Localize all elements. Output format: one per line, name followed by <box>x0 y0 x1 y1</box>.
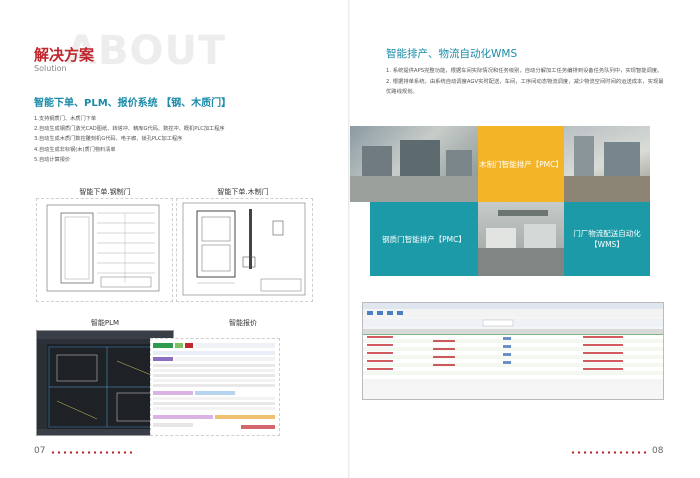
wood-door-drawing <box>176 198 313 302</box>
page-dots-decoration <box>50 451 132 454</box>
figure-caption: 智能PLM <box>90 319 120 327</box>
left-page: ABOUT 解决方案 Solution 智能下单、PLM、报价系统 【钢、木质门… <box>34 28 324 456</box>
right-page: 智能排产、物流自动化WMS 1. 系统提供APS完整功能，根据车间实际情况和任务… <box>350 0 700 478</box>
page-number: 07 <box>34 446 46 456</box>
page-dots-decoration <box>570 451 648 454</box>
list-item: 5.自动计算报价 <box>34 156 71 163</box>
paragraph: 2. 根据排单系统，由系统自动调度AGV实时配送，车间，工序间动态物流调度，减少… <box>386 78 664 96</box>
right-heading: 智能排产、物流自动化WMS <box>386 48 518 60</box>
description-paragraphs: 1. 系统提供APS完整功能，根据车间实际情况和任务级别，自动分解加工任务编排到… <box>386 66 666 98</box>
figure-caption: 智能下单.木制门 <box>217 188 269 196</box>
background-watermark-word: ABOUT <box>66 28 227 74</box>
factory-photo <box>350 126 478 202</box>
list-item: 1.支持钢质门、木质门下单 <box>34 116 97 122</box>
section-subtitle: Solution <box>34 64 67 73</box>
production-line-photo <box>478 202 564 276</box>
wood-door-pmc-tile: 木制门智能排产【PMC】 <box>478 126 564 202</box>
steel-door-drawing <box>36 198 173 302</box>
tile-label: 门厂物流配送自动化【WMS】 <box>573 229 641 249</box>
section-title: 解决方案 <box>34 46 95 64</box>
list-item: 4.自动生成非标钢(木)质门物料清单 <box>34 146 116 153</box>
page-number: 08 <box>652 446 664 456</box>
logistics-wms-tile: 门厂物流配送自动化【WMS】 <box>564 202 650 276</box>
left-heading: 智能下单、PLM、报价系统 【钢、木质门】 <box>34 98 232 109</box>
feature-list: 1.支持钢质门、木质门下单 2.自动生成钢质门激光CAD图纸、转塔冲、精库G代码… <box>34 114 324 165</box>
list-item: 2.自动生成钢质门激光CAD图纸、转塔冲、精库G代码、数控冲、概机PLC加工程序 <box>34 126 225 133</box>
steel-door-pmc-tile: 钢质门智能排产【PMC】 <box>370 202 478 276</box>
list-item: 3.自动生成木质门数控雕刻机G代码、电子廊、锁孔PLC加工程序 <box>34 136 183 143</box>
figure-caption: 智能报价 <box>229 319 257 327</box>
paragraph: 1. 系统提供APS完整功能，根据车间实际情况和任务级别，自动分解加工任务编排到… <box>386 68 663 74</box>
scheduling-software-screenshot <box>362 302 664 400</box>
workshop-photo <box>564 126 650 202</box>
tile-label: 木制门智能排产【PMC】 <box>479 159 563 169</box>
quotation-screenshot <box>150 338 280 436</box>
figure-caption: 智能下单.钢制门 <box>79 188 131 196</box>
tile-label: 钢质门智能排产【PMC】 <box>382 234 466 244</box>
